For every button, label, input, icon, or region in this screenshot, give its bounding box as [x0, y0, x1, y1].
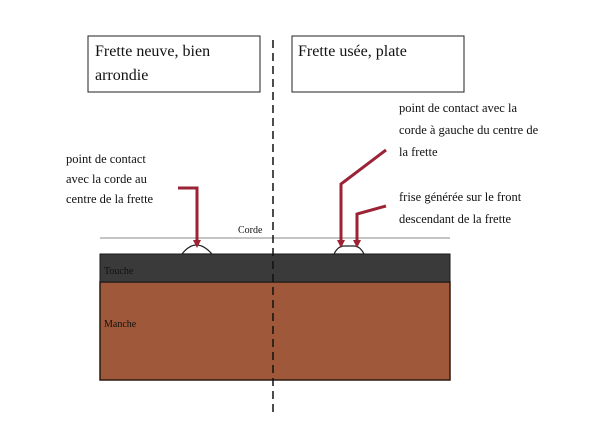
new-fret-annotation-line3: centre de la frette — [66, 192, 154, 206]
corde-label: Corde — [238, 225, 263, 236]
new-fret — [180, 244, 214, 255]
worn-fret-box — [291, 35, 465, 93]
burr-annotation-line2: descendant de la frette — [399, 212, 512, 226]
touche-layer — [99, 253, 451, 283]
manche-layer — [99, 281, 451, 381]
new-fret-box — [87, 35, 261, 93]
worn-fret-annotation-line3: la frette — [399, 145, 438, 159]
worn-fret-title: Frette usée, plate — [298, 43, 407, 60]
manche-label: Manche — [104, 319, 137, 330]
burr-annotation-line1: frise générée sur le front — [399, 190, 522, 204]
touche-label: Touche — [104, 266, 134, 277]
new-fret-annotation-line1: point de contact — [66, 152, 146, 166]
new-fret-title-line2: arrondie — [95, 67, 148, 84]
worn-fret — [333, 245, 365, 255]
new-fret-annotation-line2: avec la corde au — [66, 172, 148, 186]
worn-fret-contact-arrow — [337, 148, 387, 248]
worn-fret-annotation-line1: point de contact avec la — [399, 101, 517, 115]
worn-fret-burr-arrow — [353, 204, 387, 248]
worn-fret-annotation-line2: corde à gauche du centre de — [399, 123, 539, 137]
new-fret-contact-arrow — [178, 186, 201, 248]
new-fret-title-line1: Frette neuve, bien — [95, 43, 210, 60]
